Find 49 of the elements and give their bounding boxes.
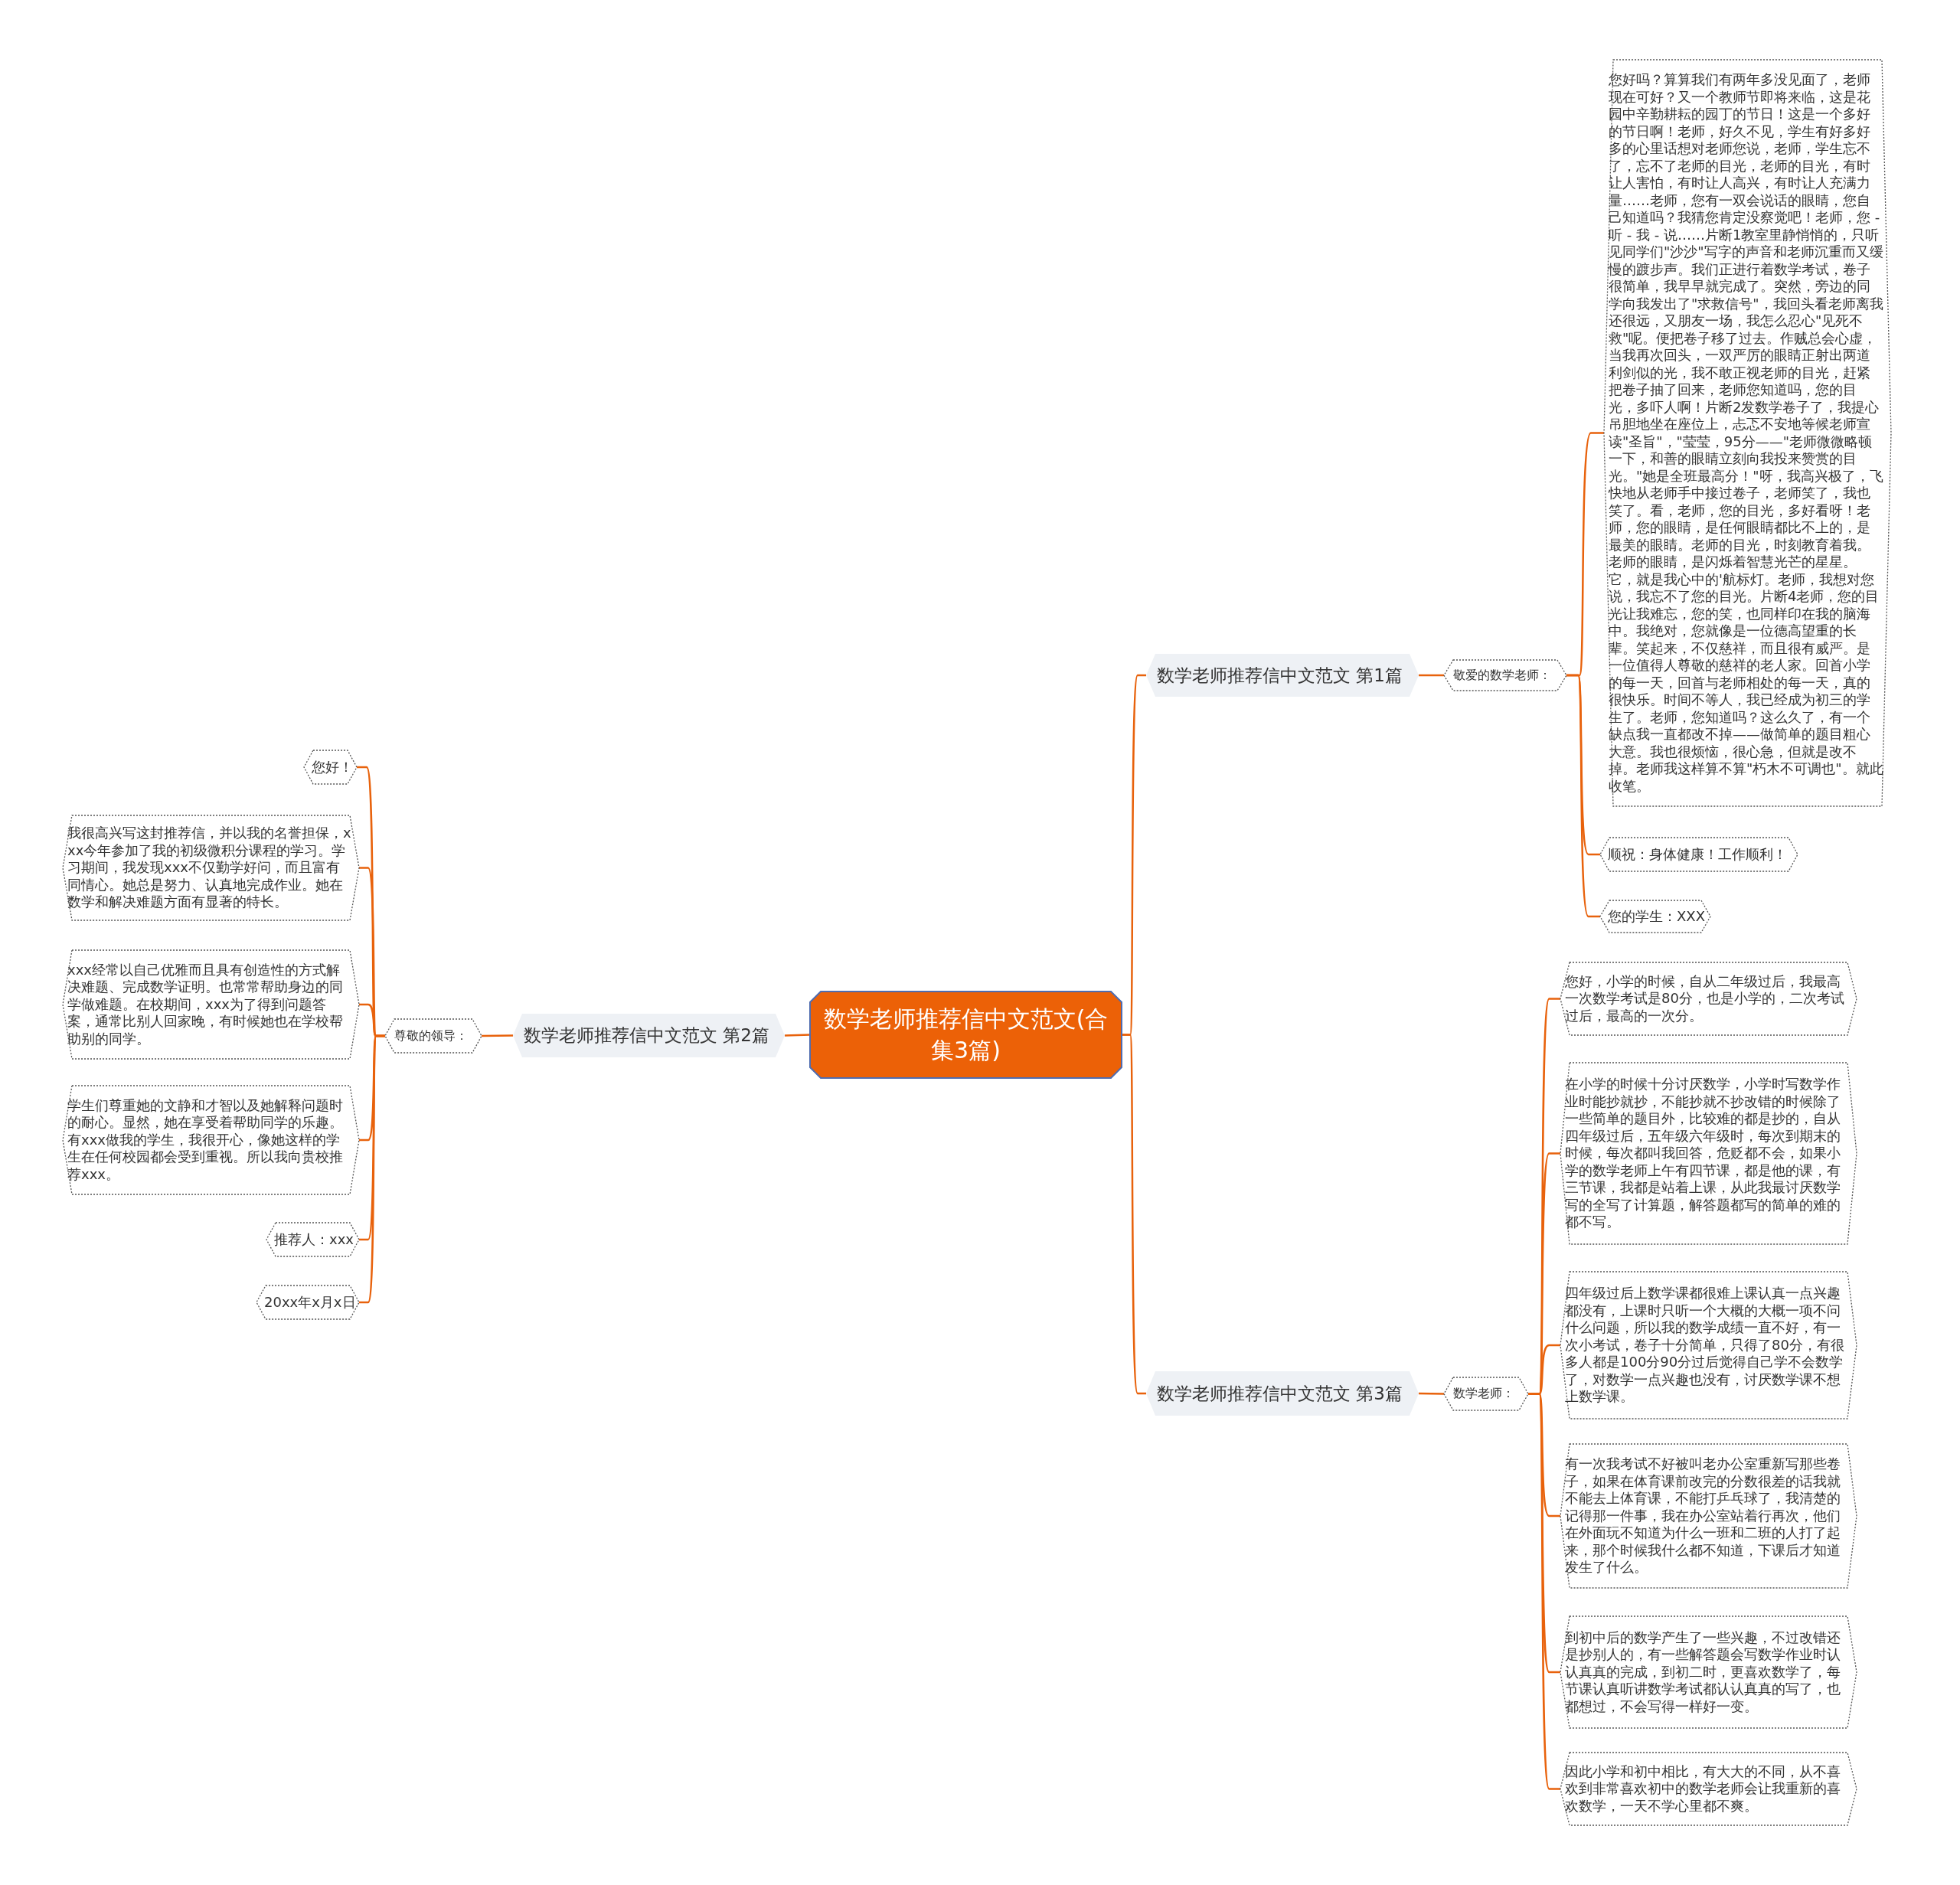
branch-topic-box [1146,1371,1419,1416]
paragraph-text: 顺祝：身体健康！工作顺利！ [1607,845,1788,864]
branch-topic-text: 数学老师推荐信中文范文 第2篇 [523,1024,770,1047]
paragraph-text: 在小学的时候十分讨厌数学，小学时写数学作业时能抄就抄，不能抄就不抄改错的时候除了一些简单的题目外，比较难的都是抄的，自从四年级过后，五年级六年级时，每次到期末的时候，每次都叫我回答，危贬都不会，如果小学的数学老师上午有四节课，都是他的课，有三节课，我都是站着上课，从此我最讨厌数学写的全写了计算题，解答题都写的简单的难的都不写。 [1564,1076,1841,1231]
text-box [1560,962,1857,1035]
branch-topic-text: 数学老师推荐信中文范文 第1篇 [1156,664,1403,687]
paragraph-text: 到初中后的数学产生了一些兴趣，不过改错还是抄别人的，有一些解答题会写数学作业时认认真真的完成，到初二时，更喜欢数学了，每节课认真听讲数学考试都认认真真的写了，也都想过，不会写得一样好一变。 [1564,1629,1841,1716]
text-box [256,1286,359,1319]
paragraph-text: 您好吗？算算我们有两年多没见面了，老师现在可好？又一个教师节即将来临，这是花园中辛勤耕耘的园丁的节日！这是一个多好的节日啊！老师，好久不见，学生有好多好多的心里话想对老师您说，老师，学生忘不了，忘不了老师的目光，老师的目光，有时让人害怕，有时让人高兴，有时让人充满力量……老师，您有一双会说话的眼睛，您自己知道吗？我猜您肯定没察觉吧！老师，您 - 听 - 我 - 说……片断1教室里静悄悄的，只听见同学们"沙沙"写字的声音和老师沉重而又缓慢的踱步声。我们正进行着数学考试，卷子很简单，我早早就完成了。突然，旁边的同学向我发出了"求救信号"，我回头看老师离我还很远，又朋友一场，我怎么忍心"见死不救"呢。便把卷子移了过去。作贼总会心虚，当我再次回头，一双严厉的眼睛正射出两道利剑似的光，我不敢正视老师的目光，赶紧把卷子抽了回来，老师您知道吗，您的目光，多吓人啊！片断2发数学卷子了，我提心吊胆地坐在座位上，忐忑不安地等候老师宣读"圣旨"，"莹莹，95分——"老师微微略顿一下，和善的眼睛立刻向我投来赞赏的目光。"她是全班最高分！"呀，我高兴极了，飞快地从老师手中接过卷子，老师笑了，我也笑了。看，老师，您的目光，多好看呀！老师，您的眼睛，是任何眼睛都比不上的，是最美的眼睛。老师的目光，时刻教育着我。老师的眼睛，是闪烁着智慧光芒的星星。它，就是我心中的'航标灯。老师，我想对您说，我忘不了您的目光。片断4老师，您的目光让我难忘，您的笑，也同样印在我的脑海中。我绝对，您就像是一位德高望重的长辈。笑起来，不仅慈祥，而且很有威严。是一位值得人尊敬的慈祥的老人家。回首小学的每一天，回首与老师相处的每一天，真的很快乐。时间不等人，我已经成为初三的学生了。老师，您知道吗？这么久了，有一个缺点我一直都改不掉——做简单的题目粗心大意。我也很烦恼，很心急，但就是改不掉。老师我这样算不算"朽木不可调也"。就此收笔。 [1607,71,1884,795]
subtopic-text: 尊敬的领导： [394,1027,469,1044]
paragraph-text: 有一次我考试不好被叫老办公室重新写那些卷子，如果在体育课前改完的分数很差的话我就不能去上体育课，不能打乒乓球了，我清楚的记得那一件事，我在办公室站着行再次，他们在外面玩不知道为什么一班和二班的人打了起来，那个时候我什么都不知道，下课后才知道发生了什么。 [1564,1455,1841,1576]
subtopic-box [1444,660,1566,691]
text-box [63,1086,359,1194]
root-topic-box [810,992,1122,1078]
paragraph-text: 学生们尊重她的文静和才智以及她解释问题时的耐心。显然，她在享受着帮助同学的乐趣。有xxx做我的学生，我很开心，像她这样的学生在任何校园都会受到重视。所以我向贵校推荐xxx。 [67,1096,344,1184]
text-box [1600,838,1798,871]
connector-line [359,1034,385,1304]
connector-line [482,1034,513,1037]
text-box [1600,900,1710,933]
connector-line [784,1034,811,1037]
text-box [304,750,357,784]
branch-topic-box [513,1014,785,1057]
text-box [63,950,359,1059]
text-box [1560,1444,1857,1588]
root-topic-text: 数学老师推荐信中文范文(合集3篇) [822,1005,1109,1065]
text-box [63,815,359,920]
subtopic-text: 数学老师： [1452,1386,1515,1402]
subtopic-box [1444,1377,1528,1410]
paragraph-text: xxx经常以自己优雅而且具有创造性的方式解决难题、完成数学证明。也常常帮助身边的同学做难题。在校期间，xxx为了得到问题答案，通常比别人回家晚，有时候她也在学校帮助别的同学。 [67,961,344,1048]
branch-topic-box [1146,654,1419,697]
text-box [266,1223,359,1256]
connector-line [1122,1034,1146,1395]
paragraph-text: 您好，小学的时候，自从二年级过后，我最高一次数学考试是80分，也是小学的，二次考试过后，最高的一次分。 [1564,972,1845,1025]
connector-line [1419,674,1444,677]
paragraph-text: 20xx年x月x日 [263,1293,357,1312]
paragraph-text: 因此小学和初中相比，有大大的不同，从不喜欢到非常喜欢初中的数学老师会让我重新的喜欢数学，一天不学心里都不爽。 [1564,1762,1841,1815]
text-box [1560,1753,1857,1825]
paragraph-text: 我很高兴写这封推荐信，并以我的名誉担保，xxx今年参加了我的初级微积分课程的学习。学习期间，我发现xxx不仅勤学好问，而且富有同情心。她总是努力、认真地完成作业。她在数学和解决难题方面有显著的特长。 [67,825,352,911]
paragraph-text: 您的学生：XXX [1607,907,1706,926]
text-box [1560,1063,1857,1244]
paragraph-text: 四年级过后上数学课都很难上课认真一点兴趣都没有，上课时只听一个大概的大概一项不问什么问题，所以我的数学成绩一直不好，有一次小考试，卷子十分简单，只得了80分，有很多人都是100分90分过后觉得自己学不会数学了，对数学一点兴趣也没有，讨厌数学课不想上数学课。 [1564,1285,1845,1406]
paragraph-text: 推荐人：xxx [273,1230,354,1249]
paragraph-text: 您好！ [311,758,354,776]
subtopic-text: 敬爱的数学老师： [1452,667,1552,684]
connector-line [1419,1392,1444,1395]
branch-topic-text: 数学老师推荐信中文范文 第3篇 [1156,1382,1403,1405]
text-box [1560,1616,1857,1728]
text-box [1560,1272,1857,1419]
subtopic-box [385,1019,482,1053]
